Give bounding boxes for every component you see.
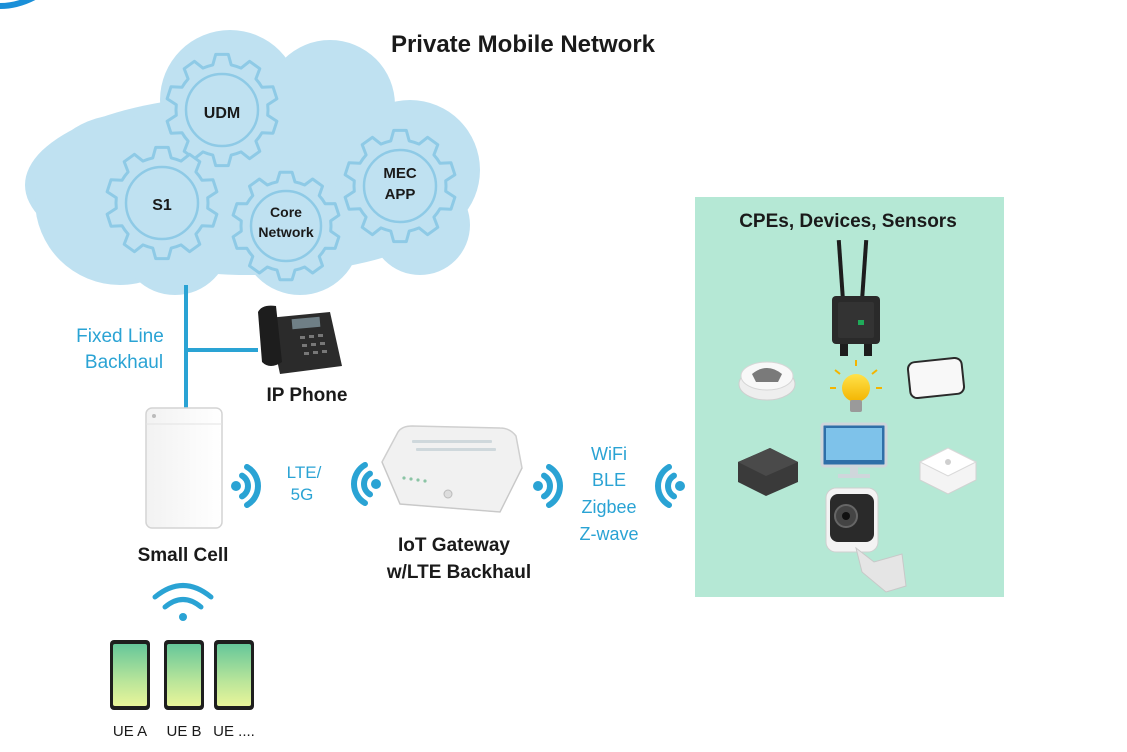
radio-signals [231, 461, 685, 509]
iot-gateway-label-line1: IoT Gateway [398, 535, 510, 556]
ue-phone: UE .... [213, 640, 255, 740]
gear-label-core: Core [270, 204, 302, 220]
signal-gateway-in [351, 461, 381, 507]
ue-label: UE A [113, 723, 147, 740]
gear-udm [165, 52, 279, 168]
link-label-wifi: WiFi [591, 444, 627, 464]
iot-gateway-icon [381, 425, 523, 513]
lte-5g-label-line2: 5G [291, 485, 314, 504]
link-label-zwave: Z-wave [579, 524, 638, 544]
backhaul-label-line2: Backhaul [85, 352, 163, 373]
smart-hub-icon [738, 448, 798, 496]
cpe-router-icon [832, 239, 880, 356]
link-label-ble: BLE [592, 470, 626, 490]
diagram-title: Private Mobile Network [391, 31, 656, 58]
wireless-hub-icon [918, 447, 978, 495]
small-cell-icon [145, 407, 223, 529]
ue-phone: UE A [110, 640, 150, 740]
gear-core-network [231, 170, 341, 282]
monitor-icon [820, 422, 888, 478]
gear-label-s1: S1 [152, 197, 172, 214]
motion-sensor-icon [906, 356, 966, 400]
gear-label-mec: MEC [383, 165, 417, 182]
ue-label: UE .... [213, 723, 255, 740]
ip-phone-label: IP Phone [267, 385, 348, 406]
lte-5g-label-line1: LTE/ [287, 463, 322, 482]
small-cell-label: Small Cell [138, 545, 229, 566]
gear-mec-app [343, 128, 457, 244]
ip-phone-icon [258, 305, 342, 374]
cloud-gears [105, 52, 457, 282]
signal-small-cell-out [231, 463, 261, 509]
ue-label: UE B [166, 723, 201, 740]
logo-fragment [0, 0, 36, 9]
iot-gateway-label-line2: w/LTE Backhaul [386, 562, 531, 583]
gear-s1 [105, 145, 219, 261]
signal-devices-in [655, 463, 685, 509]
ue-devices: UE A UE B UE .... [110, 640, 255, 740]
fixed-line-backhaul-connector [184, 285, 258, 410]
smoke-sensor-icon [738, 361, 796, 401]
gear-label-network: Network [258, 224, 313, 240]
security-camera-icon [825, 487, 907, 593]
link-label-zigbee: Zigbee [581, 497, 636, 517]
gear-label-app: APP [385, 186, 416, 203]
ue-phone: UE B [164, 640, 204, 740]
wifi-icon [152, 583, 214, 621]
backhaul-label-line1: Fixed Line [76, 326, 164, 347]
light-bulb-icon [830, 360, 882, 412]
signal-gateway-out [533, 463, 563, 509]
devices-panel-title: CPEs, Devices, Sensors [739, 211, 957, 232]
gear-label-udm: UDM [204, 105, 240, 122]
